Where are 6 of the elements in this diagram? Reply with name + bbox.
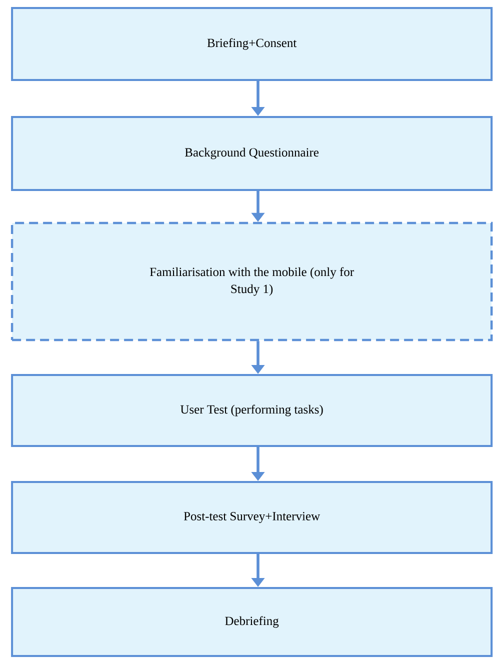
process-box: User Test (performing tasks) xyxy=(11,374,493,447)
process-box: Familiarisation with the mobile (only for Study 1) xyxy=(10,222,493,342)
process-box: Briefing+Consent xyxy=(11,7,493,81)
process-box: Debriefing xyxy=(11,587,493,657)
process-box: Post-test Survey+Interview xyxy=(11,481,493,554)
process-box: Background Questionnaire xyxy=(11,116,493,191)
